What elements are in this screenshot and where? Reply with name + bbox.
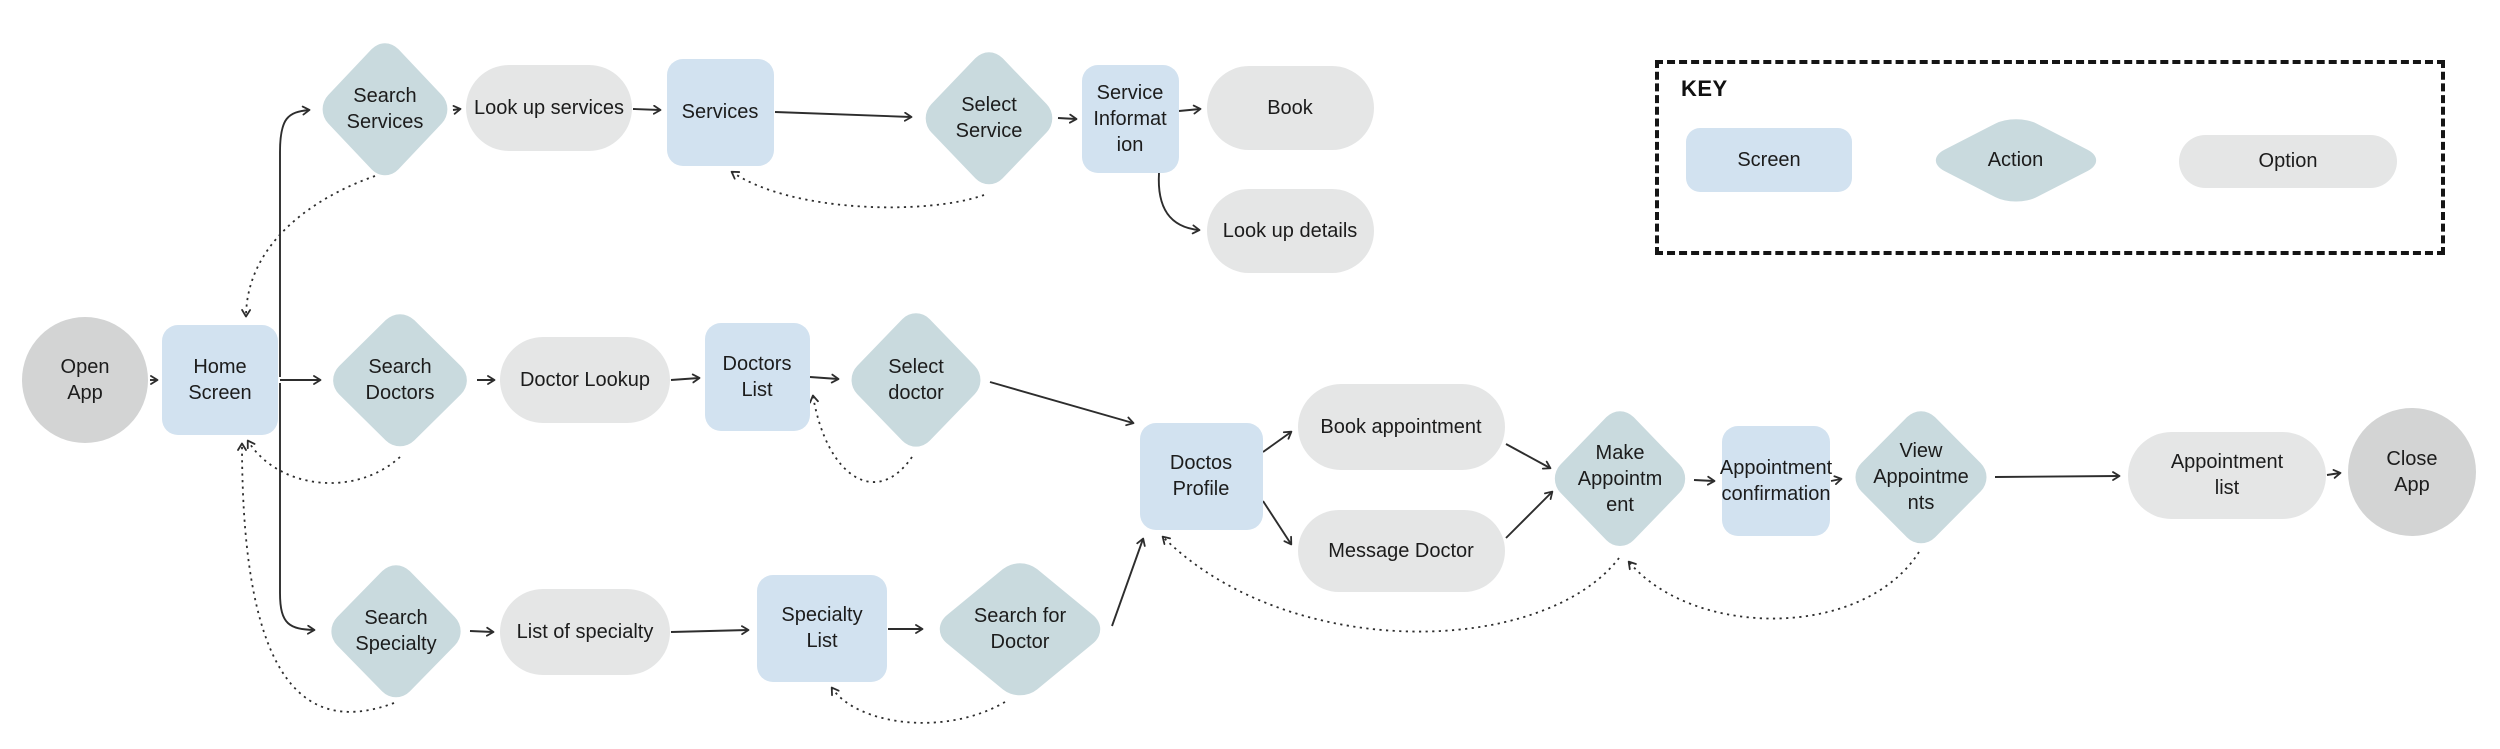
node-service-information: Service Informat ion [1081, 65, 1179, 173]
edge-doctos-profile-to-message-doctor [1262, 500, 1293, 546]
node-close-app: Close App [2348, 408, 2476, 536]
edge-services-to-select-service [774, 111, 913, 122]
search-for-doctor-label: Search for Doctor [973, 605, 1067, 653]
home-screen-label: Home Screen [188, 356, 252, 404]
node-search-services: Search Services [315, 35, 455, 183]
edge-appointment-confirmation-to-view-appointments [1830, 475, 1843, 485]
select-service-label: Select Service [955, 94, 1023, 142]
key-option-swatch: Option [2179, 135, 2397, 188]
node-view-appointments: View Appointme nts [1847, 403, 1995, 551]
edge-list-of-specialty-to-specialty-list [670, 625, 750, 636]
node-select-service: Select Service [918, 44, 1060, 192]
doctos-profile-label: Doctos Profile [1169, 452, 1233, 500]
services-label: Services [681, 101, 759, 123]
node-search-doctors: Search Doctors [325, 306, 475, 454]
edge-select-doctor-to-doctors-list [809, 394, 913, 483]
open-app-label: Open App [60, 356, 110, 404]
key-screen-swatch: Screen [1686, 128, 1852, 192]
node-look-up-details: Look up details [1206, 189, 1374, 273]
edge-search-doctors-to-home-screen [246, 439, 401, 484]
edge-message-doctor-to-make-appointment [1505, 490, 1554, 539]
node-specialty-list: Specialty List [757, 574, 887, 682]
node-book-appointment: Book appointment [1297, 384, 1505, 470]
appointment-confirmation-label: Appointment confirmation [1719, 457, 1833, 505]
key-legend: KEY Screen Action Option [1655, 60, 2445, 255]
book-label: Book [1267, 97, 1313, 119]
edge-appointment-list-to-close-app [2326, 469, 2342, 479]
message-doctor-label: Message Doctor [1328, 540, 1474, 562]
specialty-list-label: Specialty List [781, 604, 863, 652]
node-search-for-doctor: Search for Doctor [930, 555, 1110, 703]
node-doctos-profile: Doctos Profile [1139, 422, 1263, 530]
doctors-list-label: Doctors List [722, 353, 792, 401]
node-services: Services [666, 58, 774, 166]
edge-search-specialty-to-home-screen [237, 442, 395, 713]
node-look-up-services: Look up services [466, 65, 632, 151]
search-services-label: Search Services [346, 85, 424, 133]
service-information-label: Service Informat ion [1093, 82, 1167, 156]
book-appointment-label: Book appointment [1320, 416, 1482, 438]
edge-select-service-to-services [730, 170, 985, 209]
edge-view-appointments-to-appointment-list [1994, 471, 2121, 481]
node-search-specialty: Search Specialty [323, 557, 469, 705]
appointment-list-label: Appointment list [2170, 451, 2284, 499]
node-appointment-list: Appointment list [2128, 431, 2326, 519]
edge-search-specialty-to-list-of-specialty [469, 626, 495, 637]
look-up-services-label: Look up services [473, 97, 625, 119]
node-doctor-lookup: Doctor Lookup [500, 337, 670, 423]
search-doctors-label: Search Doctors [365, 356, 435, 404]
node-home-screen: Home Screen [162, 325, 278, 435]
key-option-label: Option [2258, 150, 2318, 172]
edge-make-appointment-to-doctos-profile [1161, 535, 1620, 633]
key-action-swatch: Action [1923, 112, 2108, 208]
edge-search-services-to-look-up-services [452, 104, 462, 115]
look-up-details-label: Look up details [1222, 220, 1358, 242]
edge-service-information-to-book [1178, 104, 1202, 115]
edge-view-appointments-to-make-appointment [1627, 551, 1920, 620]
edge-select-service-to-service-information [1057, 113, 1078, 124]
edge-search-for-doctor-to-doctos-profile [1111, 537, 1146, 627]
make-appointment-label: Make Appointm ent [1577, 442, 1663, 516]
search-specialty-label: Search Specialty [355, 607, 437, 655]
node-select-doctor: Select doctor [843, 305, 989, 455]
edge-service-information-to-look-up-details [1157, 172, 1201, 235]
node-doctors-list: Doctors List [704, 323, 810, 431]
node-list-of-specialty: List of specialty [500, 589, 670, 675]
edge-doctos-profile-to-book-appointment [1262, 430, 1293, 453]
key-screen-label: Screen [1737, 148, 1801, 171]
select-doctor-label: Select doctor [888, 356, 944, 404]
node-book: Book [1206, 66, 1374, 150]
edge-home-screen-to-search-services [279, 105, 311, 377]
edge-doctor-lookup-to-doctors-list [670, 373, 701, 384]
key-action-label: Action [1987, 148, 2044, 171]
close-app-label: Close App [2386, 448, 2438, 496]
node-message-doctor: Message Doctor [1297, 510, 1505, 592]
doctor-lookup-label: Doctor Lookup [519, 369, 651, 391]
node-make-appointment: Make Appointm ent [1546, 403, 1694, 555]
node-appointment-confirmation: Appointment confirmation [1719, 426, 1833, 536]
edge-make-appointment-to-appointment-confirmation [1693, 475, 1716, 486]
key-title: KEY [1681, 76, 1728, 101]
edge-look-up-services-to-services [632, 104, 662, 115]
view-appointments-label: View Appointme nts [1873, 440, 1969, 514]
list-of-specialty-label: List of specialty [516, 621, 654, 643]
edge-book-appointment-to-make-appointment [1505, 443, 1552, 470]
edge-select-doctor-to-doctos-profile [989, 381, 1135, 427]
edge-home-screen-to-search-specialty [279, 383, 316, 635]
node-open-app: Open App [22, 317, 148, 443]
edge-doctors-list-to-select-doctor [809, 373, 840, 384]
